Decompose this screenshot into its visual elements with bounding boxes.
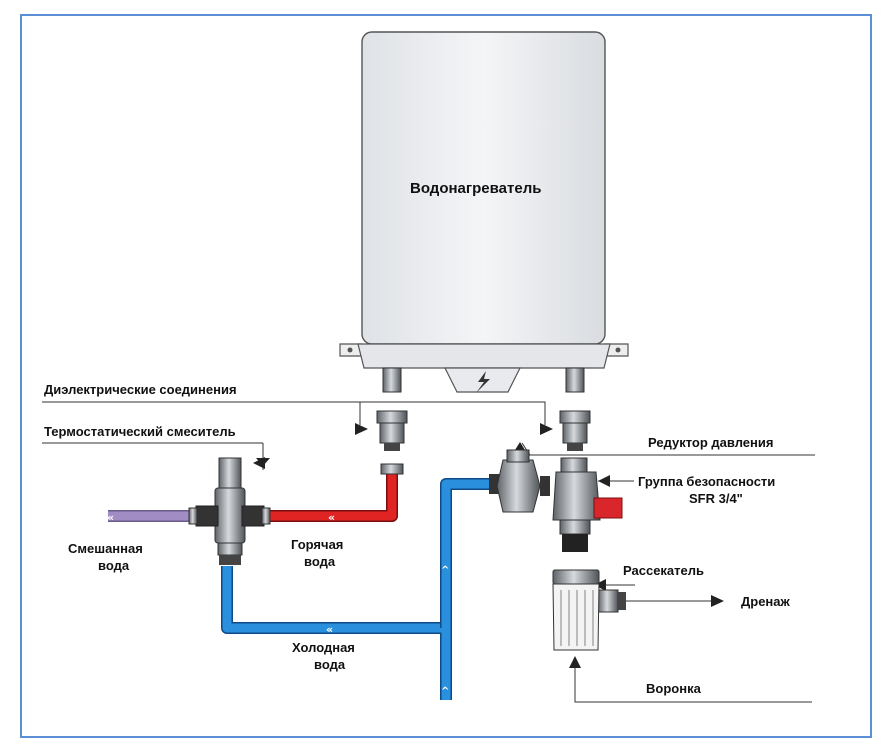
- svg-text:«: «: [107, 511, 114, 524]
- svg-text:«: «: [328, 511, 335, 524]
- lightning-icon: [476, 371, 490, 393]
- arrowheads: [253, 423, 724, 668]
- heater-label: Водонагреватель: [410, 180, 541, 197]
- label-mixed-1: Смешанная: [68, 541, 143, 556]
- cold-water-pipe: « ^ ^: [221, 478, 490, 700]
- label-splitter: Рассекатель: [623, 563, 704, 578]
- label-hot-2: вода: [304, 554, 336, 569]
- dielectric-fitting-hot: [376, 410, 408, 475]
- funnel: [552, 583, 600, 651]
- label-dielectric: Диэлектрические соединения: [44, 382, 237, 397]
- dielectric-fitting-cold: [559, 410, 591, 451]
- svg-text:«: «: [326, 623, 333, 636]
- leader-lines: [42, 401, 815, 703]
- svg-text:^: ^: [441, 565, 449, 576]
- label-safety-group-2: SFR 3/4": [689, 491, 743, 506]
- mixed-water-pipe: «: [107, 510, 194, 524]
- hot-water-pipe: «: [268, 474, 398, 524]
- label-pressure-reducer: Редуктор давления: [648, 435, 773, 450]
- safety-group: [552, 457, 623, 552]
- label-mixed-2: вода: [98, 558, 130, 573]
- heater-outlet-hot: [382, 367, 402, 393]
- label-funnel: Воронка: [646, 681, 702, 696]
- svg-text:^: ^: [441, 686, 449, 697]
- splitter: [552, 569, 626, 613]
- pressure-reducer: [489, 449, 550, 513]
- label-drain: Дренаж: [741, 594, 791, 609]
- label-hot-1: Горячая: [291, 537, 343, 552]
- water-heater: [339, 31, 629, 393]
- label-cold-2: вода: [314, 657, 346, 672]
- label-cold-1: Холодная: [292, 640, 355, 655]
- label-safety-group-1: Группа безопасности: [638, 474, 775, 489]
- label-thermo-mixer: Термостатический смеситель: [44, 424, 236, 439]
- thermostatic-mixer: [188, 457, 271, 565]
- heater-outlet-cold: [565, 367, 585, 393]
